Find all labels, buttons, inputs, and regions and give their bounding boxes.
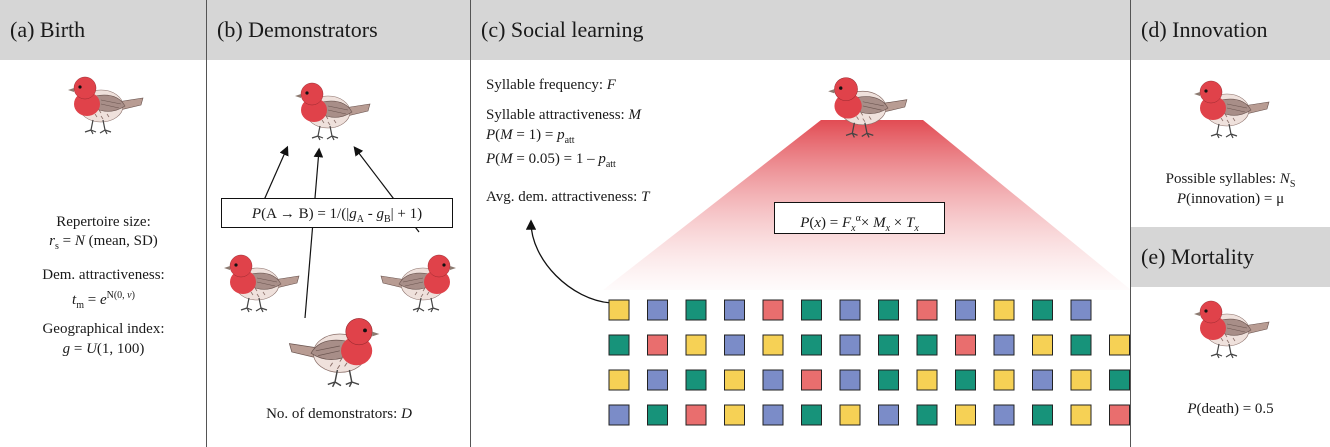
innovation-probability: P(innovation) = μ [1176,191,1285,207]
syllable-square [1032,299,1053,321]
syllable-square [647,334,668,356]
panel-demonstrators: (b) Demonstrators P(A → B) = 1/(|gA - gB… [207,0,471,447]
syllable-square [993,334,1015,356]
syllable-square [1032,404,1053,426]
syllable-square [685,334,707,356]
syllable-square [1070,334,1092,356]
syllable-square [878,404,899,426]
death-probability: P(death) = 0.5 [1187,401,1274,417]
syllable-square [916,334,938,356]
syllable-square [993,299,1015,321]
p-att-one: P(M = 1) = patt [486,127,575,146]
panel-title-social-learning: (c) Social learning [471,0,1130,60]
syllable-square [839,404,861,426]
syllable-square [839,334,861,356]
panel-title-mortality: (e) Mortality [1131,227,1330,287]
syllable-square [608,369,630,391]
syllable-square [955,299,976,321]
attractiveness-formula: tm = eN(0, ν) [72,290,135,311]
syllable-square [1070,404,1092,426]
syllable-square [647,369,668,391]
syllable-square [878,334,899,356]
syllable-square [1032,334,1053,356]
syllable-square [839,369,861,391]
geo-formula: g = U(1, 100) [62,341,145,357]
syllable-square [1032,369,1053,391]
syllable-square [955,404,976,426]
demonstrator-count: No. of demonstrators: D [266,406,412,422]
geo-label: Geographical index: [42,321,165,337]
syllable-square [647,404,668,426]
syllable-square [724,369,745,391]
demonstrator-bird-middle [288,317,381,388]
syllable-square [916,299,938,321]
repertoire-formula: rs = N (mean, SD) [49,233,158,252]
syllable-square [762,369,784,391]
avg-dem-attractiveness: Avg. dem. attractiveness: T [486,189,650,205]
attractiveness-label: Dem. attractiveness: [42,267,165,283]
syllable-square [608,404,630,426]
syllable-square [685,369,707,391]
syllable-square [878,299,899,321]
bird-illustration [67,76,144,135]
panel-innovation: (d) Innovation Possible syllables: NS P(… [1131,0,1330,447]
syllable-square [993,404,1015,426]
syllable-square [647,299,668,321]
syllable-square [1109,369,1130,391]
syllable-square [1109,404,1130,426]
syllable-square [993,369,1015,391]
panel-birth: (a) Birth Repertoire size: rs = N (mean,… [0,0,207,447]
syllable-square [955,369,976,391]
innovator-bird [1193,80,1270,139]
panel-title-birth: (a) Birth [0,0,206,60]
syllable-square [801,404,822,426]
syllable-square [762,334,784,356]
syllable-square [608,334,630,356]
syllable-square [801,334,822,356]
syllable-square [839,299,861,321]
syllable-square [685,299,707,321]
syllable-square [724,404,745,426]
possible-syllables: Possible syllables: NS [1165,171,1296,190]
receiver-bird [294,82,371,141]
repertoire-label: Repertoire size: [56,214,151,230]
panel-social-learning: (c) Social learning Syllable frequency: … [471,0,1131,447]
syllable-square [724,299,745,321]
syllable-square [916,369,938,391]
mortality-bird [1193,300,1270,359]
syllable-square [916,404,938,426]
syllable-square [685,404,707,426]
syllable-attractiveness: Syllable attractiveness: M [486,107,641,123]
copy-probability-box: P(A → B) = 1/(|gA - gB| + 1) [221,198,453,228]
syllable-square [762,299,784,321]
p-att-low: P(M = 0.05) = 1 – patt [486,151,616,170]
syllable-square [1109,334,1130,356]
syllable-square [801,299,822,321]
syllable-square [801,369,822,391]
syllable-square [1070,299,1092,321]
syllable-frequency: Syllable frequency: F [486,77,616,93]
selection-probability-box: P(x) = Fxα× Mx × Tx [774,202,945,234]
panel-title-demonstrators: (b) Demonstrators [207,0,470,60]
learner-bird [827,76,908,139]
syllable-square [1070,369,1092,391]
panel-title-innovation: (d) Innovation [1131,0,1330,60]
syllable-square [724,334,745,356]
syllable-square [762,404,784,426]
syllable-square [955,334,976,356]
syllable-square [878,369,899,391]
syllable-square [608,299,630,321]
demonstrator-bird-left [223,254,300,313]
demonstrator-bird-right [380,254,457,313]
